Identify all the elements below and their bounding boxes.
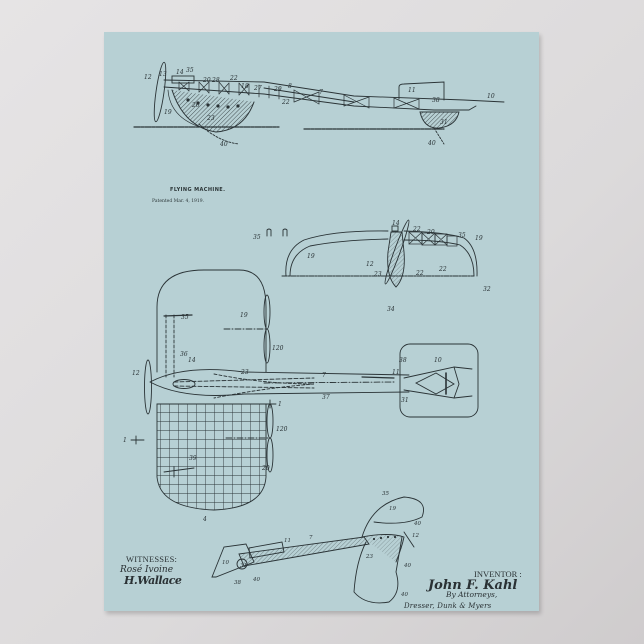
svg-text:1: 1 [123,437,127,444]
svg-text:14: 14 [392,220,400,227]
svg-text:35: 35 [382,491,389,497]
svg-text:10: 10 [434,357,442,364]
svg-text:13: 13 [159,71,167,78]
svg-text:40: 40 [403,563,411,569]
svg-text:31: 31 [401,397,409,404]
side-view-figure [133,61,505,145]
svg-text:19: 19 [389,506,396,512]
inventor-label: INVENTOR : [474,569,522,579]
svg-text:18: 18 [241,83,249,90]
svg-text:40: 40 [413,521,421,527]
svg-text:27: 27 [253,85,262,92]
svg-text:40: 40 [219,141,228,148]
svg-text:12: 12 [366,261,374,268]
plan-view-figure [130,269,479,511]
svg-text:23: 23 [365,554,373,560]
svg-text:31: 31 [240,563,247,569]
svg-text:26: 26 [191,102,200,109]
svg-text:7: 7 [309,535,313,541]
patent-date: Patented Mar. 4, 1919. [152,199,205,204]
svg-text:31: 31 [440,119,448,126]
svg-text:34: 34 [387,306,395,313]
svg-text:38: 38 [234,580,241,586]
svg-text:19: 19 [475,235,483,242]
svg-text:19: 19 [307,253,315,260]
front-view-labels: 35 14 22 20 35 19 19 12 22 22 23 32 34 [253,220,491,313]
svg-text:23: 23 [206,115,215,122]
svg-text:40: 40 [427,140,436,147]
svg-text:38: 38 [432,97,440,104]
svg-text:4: 4 [202,516,207,523]
svg-text:120: 120 [272,345,284,352]
svg-text:29: 29 [273,86,282,93]
attorneys-signature: Dresser, Dunk & Myers [404,602,492,610]
svg-text:28: 28 [211,77,220,84]
by-attorneys-label: By Attorneys, [446,590,498,599]
svg-text:14: 14 [188,357,196,364]
svg-text:19: 19 [240,312,248,319]
svg-text:23: 23 [373,271,382,278]
patent-heading: FLYING MACHINE. [170,187,226,193]
svg-text:35: 35 [458,232,466,239]
perspective-view-labels: 35 19 40 11 7 12 10 31 23 40 38 40 40 [222,491,421,598]
front-view-figure [266,219,478,288]
svg-text:40: 40 [400,592,408,598]
perspective-view-figure [211,496,424,604]
svg-text:11: 11 [408,87,416,94]
svg-text:35: 35 [181,314,189,321]
inventor-signature: John F. Kahl [428,578,518,593]
svg-text:40: 40 [252,577,260,583]
svg-text:36: 36 [180,351,188,358]
svg-text:120: 120 [276,426,288,433]
svg-text:10: 10 [487,93,495,100]
svg-text:22: 22 [281,99,290,106]
svg-text:37: 37 [322,394,330,401]
svg-text:8: 8 [288,83,292,90]
svg-text:32: 32 [483,286,491,293]
svg-text:7: 7 [319,89,323,96]
svg-text:22: 22 [415,270,424,277]
patent-title-block: FLYING MACHINE. Patented Mar. 4, 1919. [148,187,268,204]
svg-text:12: 12 [132,370,140,377]
svg-text:11: 11 [284,538,291,544]
witness-signature-1: Rosé Ivoine [120,565,174,575]
svg-text:20: 20 [426,229,435,236]
svg-text:39: 39 [189,455,197,462]
svg-text:20: 20 [202,77,211,84]
svg-text:12: 12 [144,74,152,81]
svg-text:22: 22 [412,226,421,233]
svg-text:23: 23 [240,369,249,376]
svg-text:1: 1 [278,401,282,408]
witnesses-block: WITNESSES: Rosé Ivoine H.Wallace [120,554,182,587]
inventor-block: INVENTOR : John F. Kahl By Attorneys, Dr… [404,569,554,610]
svg-text:7: 7 [322,372,326,379]
svg-text:19: 19 [164,109,172,116]
svg-text:14: 14 [176,69,184,76]
svg-text:12: 12 [412,533,419,539]
witnesses-label: WITNESSES: [126,554,178,564]
svg-text:38: 38 [399,357,407,364]
svg-text:35: 35 [253,234,261,241]
svg-text:22: 22 [438,266,447,273]
svg-text:10: 10 [222,560,229,566]
svg-text:35: 35 [186,67,194,74]
witness-signature-2: H.Wallace [124,574,182,587]
svg-text:22: 22 [229,75,238,82]
svg-text:11: 11 [392,369,400,376]
svg-text:20: 20 [261,465,270,472]
